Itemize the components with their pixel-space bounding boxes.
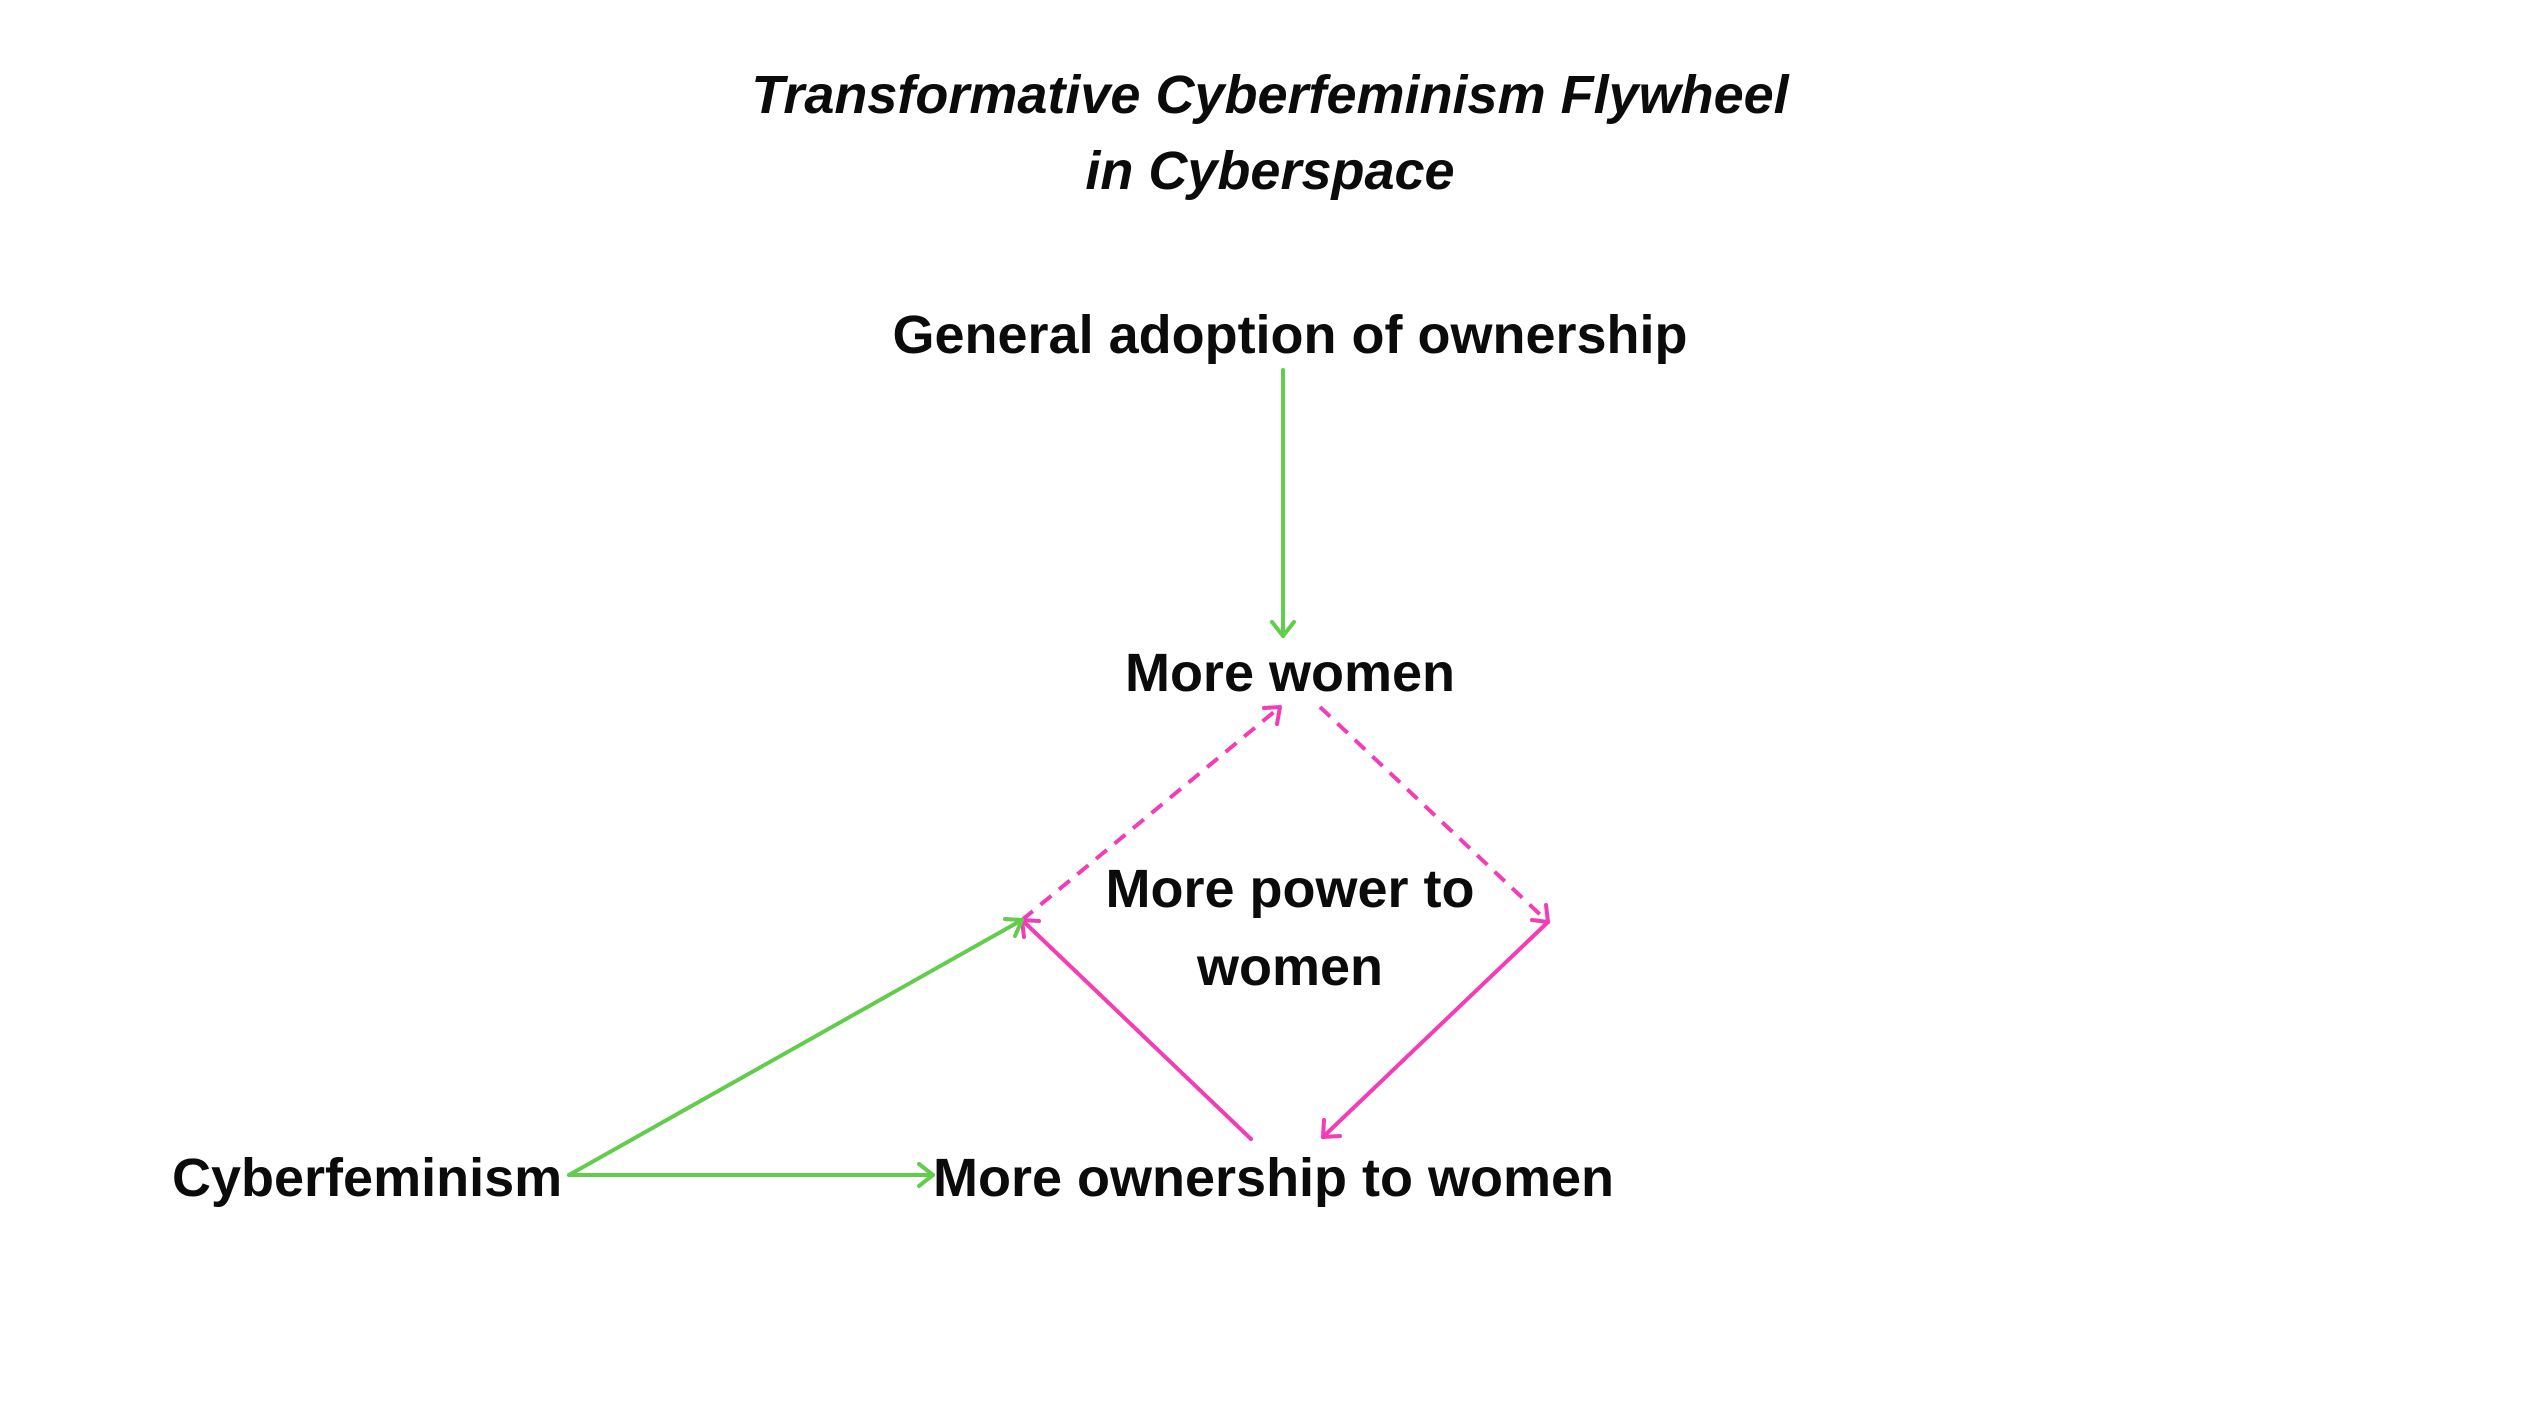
node-cyberfeminism: Cyberfeminism <box>172 1148 563 1208</box>
node-general-adoption-of-ownership: General adoption of ownership <box>892 305 1688 365</box>
arrow-power-to-more-women <box>1020 705 1282 922</box>
arrow-cyberfeminism-to-ownership <box>567 1162 935 1188</box>
diagram-title-line-2: in Cyberspace <box>1085 141 1455 201</box>
node-more-power-line-1: More power to <box>1105 859 1475 919</box>
arrow-cyberfeminism-to-power <box>567 917 1024 1177</box>
arrow-right-to-more-ownership <box>1321 920 1550 1139</box>
node-more-power-to-women: More power to women <box>1070 850 1510 1006</box>
node-more-women: More women <box>1124 643 1456 703</box>
arrow-general-to-more-women <box>1270 368 1296 638</box>
arrow-more-women-to-right <box>1318 705 1550 924</box>
node-more-power-line-2: women <box>1196 937 1384 997</box>
arrow-more-ownership-to-power <box>1020 918 1253 1141</box>
diagram-title-line-1: Transformative Cyberfeminism Flywheel <box>751 65 1789 125</box>
node-more-ownership-to-women: More ownership to women <box>933 1148 1615 1208</box>
